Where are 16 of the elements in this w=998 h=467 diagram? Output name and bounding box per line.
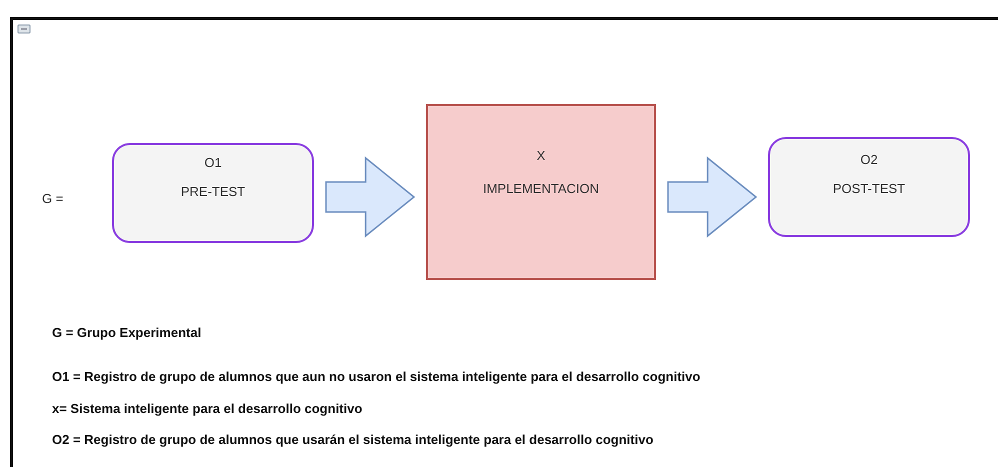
node-label: IMPLEMENTACION — [482, 181, 600, 196]
block-arrow — [325, 156, 416, 238]
legend-note: G = Grupo Experimental — [52, 325, 202, 340]
node-symbol: O2 — [860, 152, 878, 167]
legend-note: O2 = Registro de grupo de alumnos que usarán el sistema inteligente para el desarrollo cognitivo — [52, 432, 654, 447]
node-symbol: O1 — [204, 155, 222, 170]
posttest-box — [768, 137, 970, 237]
node-label: PRE-TEST — [180, 184, 246, 199]
legend-note: O1 = Registro de grupo de alumnos que aun no usaron el sistema inteligente para el desarrollo cognitivo — [52, 369, 700, 384]
block-arrow — [667, 156, 758, 238]
pretest-box — [112, 143, 314, 243]
group-symbol: G = — [42, 191, 64, 206]
node-label: POST-TEST — [832, 181, 906, 196]
node-symbol: X — [536, 148, 546, 163]
legend-note: x= Sistema inteligente para el desarrollo cognitivo — [52, 401, 362, 416]
implementation-box — [426, 104, 656, 280]
